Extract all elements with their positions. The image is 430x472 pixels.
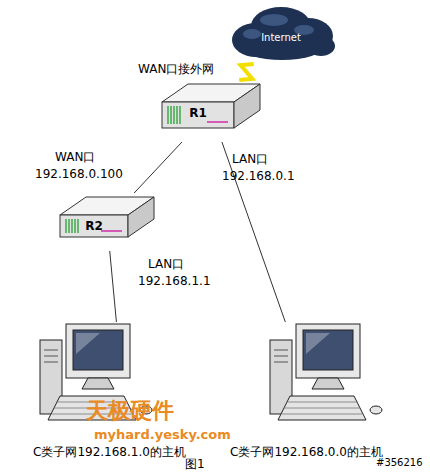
router-name: R1 bbox=[189, 106, 207, 120]
port-label: 192.168.1.1 bbox=[138, 274, 211, 288]
watermark: 天极硬件 bbox=[86, 398, 174, 424]
port-label: 192.168.0.100 bbox=[35, 167, 123, 181]
node-outline bbox=[58, 193, 156, 251]
port-label: 192.168.0.1 bbox=[222, 169, 295, 183]
computer-illustration bbox=[270, 324, 382, 420]
figure-number: 图1 bbox=[185, 457, 205, 471]
port-label: LAN口 bbox=[148, 257, 184, 271]
router-name: R2 bbox=[85, 219, 103, 233]
cloud-label: Internet bbox=[261, 32, 301, 43]
port-label: WAN口接外网 bbox=[138, 62, 214, 76]
host-caption: C类子网192.168.1.0的主机 bbox=[33, 444, 186, 461]
network-cable bbox=[134, 142, 182, 193]
port-label: LAN口 bbox=[232, 152, 268, 166]
image-id: #356216 bbox=[376, 457, 423, 469]
host-caption: C类子网192.168.0.0的主机 bbox=[230, 444, 383, 461]
router-shape bbox=[162, 84, 260, 128]
router-box: R1 bbox=[160, 80, 262, 142]
watermark: myhard.yesky.com bbox=[94, 427, 231, 443]
internet-cloud: Internet bbox=[226, 4, 336, 64]
network-cable bbox=[110, 251, 117, 322]
router-box: R2 bbox=[58, 193, 156, 251]
host-computer: C类子网192.168.0.0的主机 bbox=[225, 322, 395, 462]
node-outline bbox=[160, 80, 262, 142]
node-outline bbox=[225, 322, 395, 462]
router-shape bbox=[60, 197, 154, 237]
cloud-shape bbox=[232, 7, 335, 60]
wireless-link bbox=[239, 64, 254, 80]
port-label: WAN口 bbox=[55, 150, 95, 164]
